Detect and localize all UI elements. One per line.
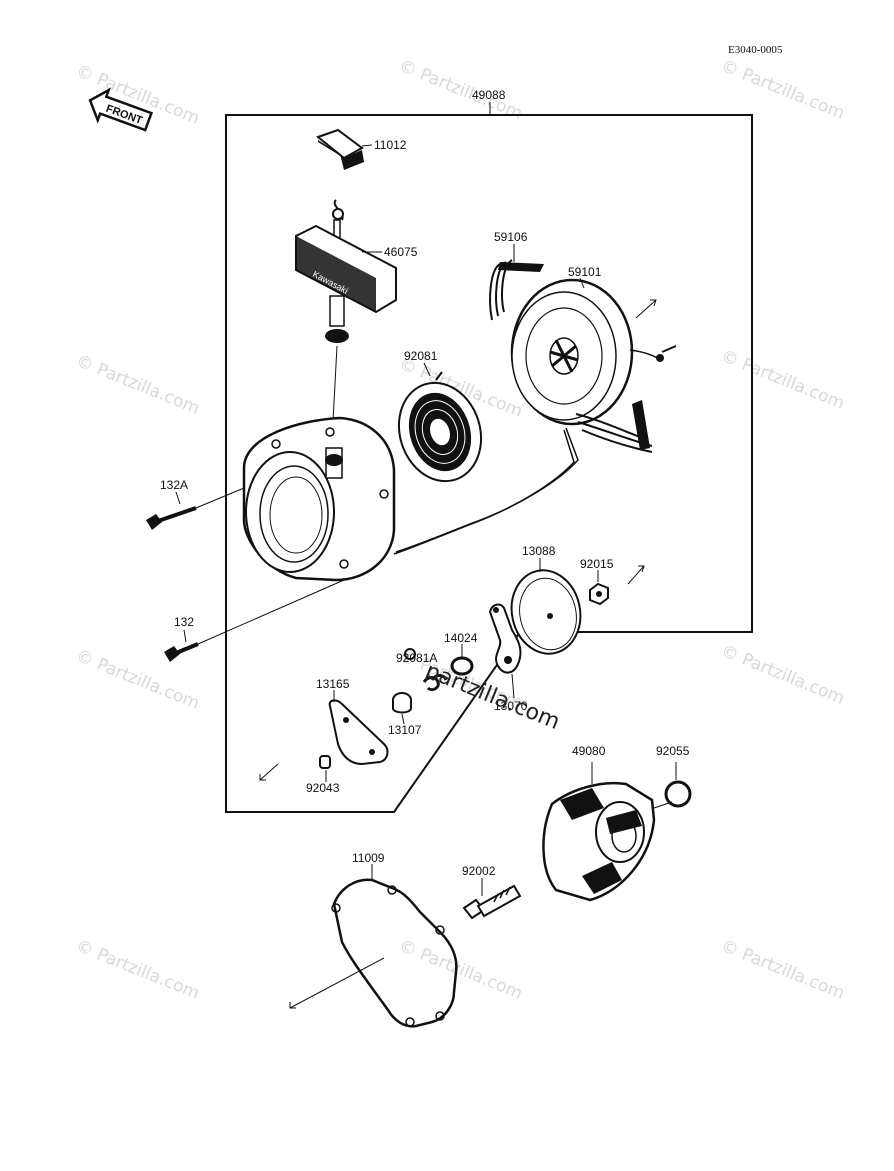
part-label-92015[interactable]: 92015 (580, 557, 614, 571)
pawl-spring-part[interactable] (489, 259, 544, 321)
guide-plate-part[interactable] (328, 699, 389, 766)
watermark: © Partzilla.com (718, 641, 847, 709)
watermark: © Partzilla.com (718, 56, 847, 124)
bolt-132-part[interactable] (164, 579, 345, 662)
part-label-13107[interactable]: 13107 (388, 723, 422, 737)
part-label-11009[interactable]: 11009 (352, 851, 385, 865)
part-label-132a[interactable]: 132A (160, 478, 188, 492)
watermark: © Partzilla.com (73, 646, 202, 714)
part-label-92002[interactable]: 92002 (462, 864, 496, 878)
recoil-spring-part[interactable] (387, 371, 494, 492)
part-label-11012[interactable]: 11012 (374, 138, 407, 152)
starter-cup-part[interactable] (542, 781, 673, 902)
watermark: © Partzilla.com (396, 56, 525, 124)
bolt-132a-part[interactable] (146, 487, 245, 530)
starter-housing-part[interactable] (242, 416, 396, 582)
watermark: © Partzilla.com (73, 351, 202, 419)
collar-13107-part[interactable] (392, 692, 412, 714)
part-label-46075[interactable]: 46075 (384, 245, 418, 259)
grip-cap-part[interactable] (315, 128, 364, 170)
part-label-14024[interactable]: 14024 (444, 631, 478, 645)
part-label-49088[interactable]: 49088 (472, 88, 506, 102)
watermark: © Partzilla.com (718, 936, 847, 1004)
friction-plate-part[interactable] (504, 564, 588, 660)
part-label-13165[interactable]: 13165 (316, 677, 350, 691)
rope-part[interactable] (393, 400, 653, 555)
part-label-59101[interactable]: 59101 (568, 265, 602, 279)
starter-handle-part[interactable]: Kawasaki (295, 199, 397, 343)
diagram-code: E3040-0005 (728, 44, 783, 56)
nut-92015-part[interactable] (589, 582, 609, 606)
part-label-92081[interactable]: 92081 (404, 349, 438, 363)
part-label-59106[interactable]: 59106 (494, 230, 528, 244)
part-label-13070[interactable]: 13070 (494, 699, 528, 713)
part-label-132[interactable]: 132 (174, 615, 194, 629)
gasket-11009-part[interactable] (331, 878, 458, 1028)
watermark: © Partzilla.com (396, 936, 525, 1004)
spring-92081a-part[interactable] (404, 648, 448, 692)
pin-92043-part[interactable] (319, 755, 331, 769)
bolt-92002-part[interactable] (462, 884, 522, 920)
reel-pulley-part[interactable] (510, 278, 677, 426)
o-ring-92055-part[interactable] (664, 780, 692, 808)
watermark: © Partzilla.com (718, 346, 847, 414)
watermark-layer: © Partzilla.com © Partzilla.com © Partzi… (73, 56, 847, 1004)
part-label-92055[interactable]: 92055 (656, 744, 690, 758)
part-label-92081a[interactable]: 92081A (396, 651, 437, 665)
front-arrow-icon: FRONT (88, 87, 153, 132)
part-label-13088[interactable]: 13088 (522, 544, 556, 558)
part-label-49080[interactable]: 49080 (572, 744, 606, 758)
part-label-92043[interactable]: 92043 (306, 781, 340, 795)
watermark: © Partzilla.com (73, 936, 202, 1004)
ratchet-part[interactable] (488, 603, 522, 674)
